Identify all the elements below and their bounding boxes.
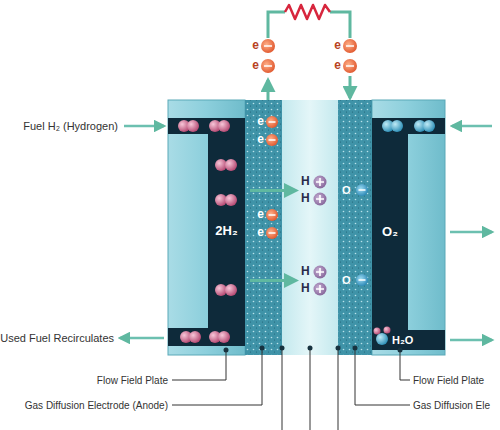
electron-label: e <box>334 59 341 72</box>
electron-label: e <box>252 39 259 52</box>
outlet-label: Used Fuel Recirculates <box>0 332 114 344</box>
electron-label: e <box>334 39 341 52</box>
electron-label: e <box>252 59 259 72</box>
oxygen-ion-label: O <box>342 184 351 196</box>
electron-label: e <box>257 208 264 221</box>
oxygen-molecules <box>382 120 435 132</box>
inlet-label: Fuel H₂ (Hydrogen) <box>23 120 118 132</box>
resistor-symbol <box>285 5 330 19</box>
electron-label: e <box>257 133 264 146</box>
leader-lines <box>172 348 410 430</box>
part-label: Flow Field Plate <box>413 375 484 386</box>
oxygen-ion-label: O <box>342 274 351 286</box>
anode-channel-box: 2H₂ <box>208 134 245 328</box>
proton-label: H <box>301 192 310 205</box>
hydrogen-molecules <box>178 120 237 343</box>
anode-gas-channel <box>168 118 245 346</box>
cathode-electrode <box>338 100 372 355</box>
proton-label: H <box>301 265 310 278</box>
electron-label: e <box>257 226 264 239</box>
water-label: H₂O <box>392 334 413 346</box>
proton-symbols <box>314 176 327 296</box>
part-label: Gas Diffusion Electrode (Anode) <box>25 400 168 411</box>
anode-electrode <box>245 100 282 355</box>
external-circuit <box>268 5 350 112</box>
part-label: Gas Diffusion Ele <box>413 400 490 411</box>
leader-dots <box>224 346 403 353</box>
oxygen-ion-symbols <box>356 184 368 286</box>
water-molecule <box>374 327 391 346</box>
proton-label: H <box>301 282 310 295</box>
gas-flow-arrows <box>120 126 492 340</box>
anode-flow-plate <box>168 100 245 355</box>
membrane <box>282 100 338 355</box>
gas-label: O₂ <box>382 225 398 239</box>
cathode-channel-box: O₂ <box>372 134 408 330</box>
cathode-gas-channel <box>372 118 445 350</box>
proton-label: H <box>301 175 310 188</box>
electron-label: e <box>257 115 264 128</box>
cathode-flow-plate <box>372 100 445 355</box>
proton-flow-arrows <box>250 191 296 281</box>
gas-label: 2H₂ <box>215 224 237 238</box>
part-label: Flow Field Plate <box>97 375 168 386</box>
electron-symbols <box>261 39 357 239</box>
